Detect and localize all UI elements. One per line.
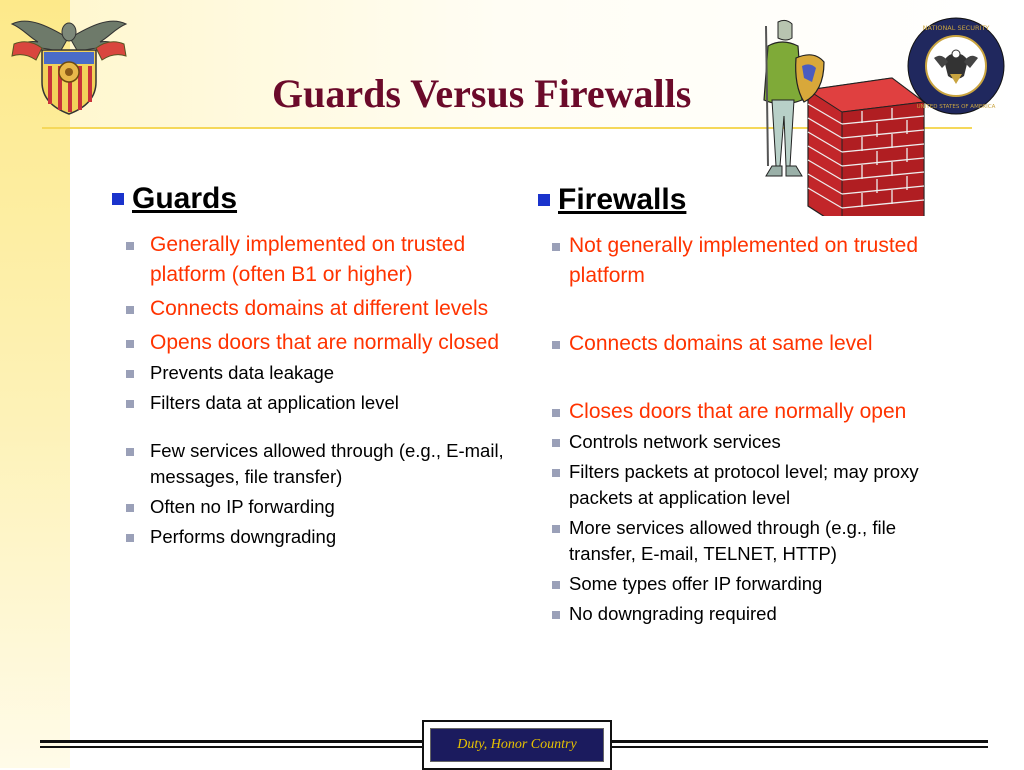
square-bullet-icon	[112, 193, 124, 205]
footer-motto-plate: Duty, Honor Country	[422, 720, 612, 770]
list-item: Performs downgrading	[112, 524, 512, 550]
square-bullet-icon	[552, 439, 560, 447]
list-item: No downgrading required	[538, 601, 958, 627]
guards-heading-row: Guards	[112, 182, 512, 216]
list-item: Connects domains at different levels	[112, 294, 512, 324]
square-bullet-icon	[126, 504, 134, 512]
footer-motto-inner: Duty, Honor Country	[430, 728, 604, 762]
list-item: Generally implemented on trusted platfor…	[112, 230, 512, 290]
list-item: Prevents data leakage	[112, 360, 512, 386]
square-bullet-icon	[126, 370, 134, 378]
svg-text:UNITED STATES OF AMERICA: UNITED STATES OF AMERICA	[917, 104, 996, 110]
list-item: Closes doors that are normally open	[538, 397, 958, 427]
list-item: Opens doors that are normally closed	[112, 328, 512, 358]
square-bullet-icon	[126, 448, 134, 456]
list-item: More services allowed through (e.g., fil…	[538, 515, 958, 567]
slide-title: Guards Versus Firewalls	[272, 71, 692, 116]
firewalls-column: Firewalls Not generally implemented on t…	[538, 183, 958, 627]
guards-column: Guards Generally implemented on trusted …	[112, 182, 512, 550]
list-item: Connects domains at same level	[538, 329, 958, 359]
firewalls-list: Not generally implemented on trusted pla…	[538, 231, 958, 627]
square-bullet-icon	[552, 243, 560, 251]
list-item: Filters packets at protocol level; may p…	[538, 459, 958, 511]
square-bullet-icon	[552, 409, 560, 417]
title-underline-rule	[42, 127, 972, 129]
square-bullet-icon	[552, 469, 560, 477]
square-bullet-icon	[126, 242, 134, 250]
list-item: Not generally implemented on trusted pla…	[538, 231, 958, 291]
square-bullet-icon	[552, 581, 560, 589]
list-item: Few services allowed through (e.g., E-ma…	[112, 438, 512, 490]
square-bullet-icon	[126, 400, 134, 408]
list-item: Often no IP forwarding	[112, 494, 512, 520]
square-bullet-icon	[552, 341, 560, 349]
svg-text:NATIONAL SECURITY: NATIONAL SECURITY	[923, 24, 990, 32]
square-bullet-icon	[126, 534, 134, 542]
list-item: Controls network services	[538, 429, 958, 455]
footer-motto: Duty, Honor Country	[457, 737, 577, 752]
square-bullet-icon	[552, 525, 560, 533]
firewalls-heading-row: Firewalls	[538, 183, 958, 217]
list-item: Filters data at application level	[112, 390, 512, 416]
west-point-crest-logo	[10, 20, 128, 115]
square-bullet-icon	[126, 340, 134, 348]
guards-list: Generally implemented on trusted platfor…	[112, 230, 512, 550]
firewalls-heading: Firewalls	[558, 183, 687, 216]
list-item: Some types offer IP forwarding	[538, 571, 958, 597]
square-bullet-icon	[552, 611, 560, 619]
nsa-seal-logo: NATIONAL SECURITY UNITED STATES OF AMERI…	[907, 17, 1005, 115]
guards-heading: Guards	[132, 182, 238, 215]
square-bullet-icon	[126, 306, 134, 314]
square-bullet-icon	[538, 194, 550, 206]
knight-guard-and-brick-wall-clipart	[763, 19, 926, 216]
